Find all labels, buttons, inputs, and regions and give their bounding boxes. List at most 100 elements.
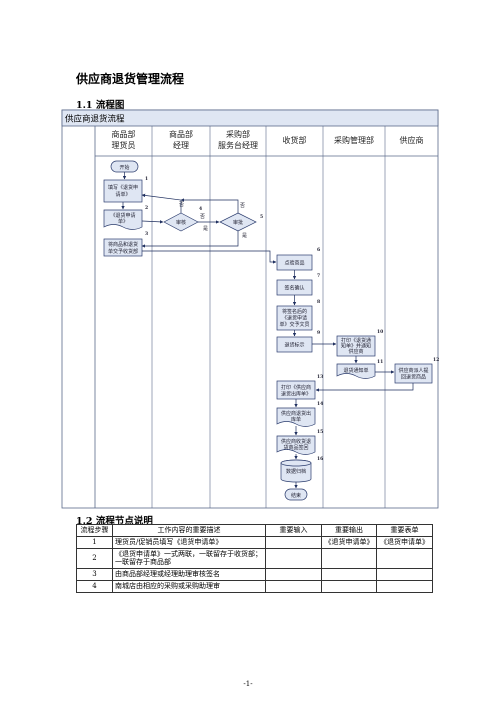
- step-num-3: 3: [145, 231, 148, 237]
- chart-title: 供应商退货流程: [65, 114, 125, 125]
- cell-step: 4: [76, 579, 113, 593]
- d2-no-label: 否: [240, 203, 245, 209]
- cell-desc: 《退货申请单》一式两联，一联留存于收货部；一联留存于商品部: [112, 547, 266, 569]
- lane-header-4: 收货部: [283, 135, 307, 145]
- d1-label: 审核: [176, 219, 186, 226]
- step-num-9: 9: [317, 330, 320, 336]
- step-num-12: 12: [433, 357, 439, 363]
- header-description: 工作内容的重要描述: [112, 524, 266, 537]
- step-num-2: 2: [145, 205, 148, 211]
- process-return-marking: [276, 336, 313, 353]
- table-row: 2 《退货申请单》一式两联，一联留存于收货部；一联留存于商品部: [76, 547, 433, 569]
- cell-form: [376, 568, 433, 581]
- n15-label-b: 货商品签回: [283, 444, 308, 451]
- decision-review: [163, 212, 199, 232]
- database-archive-top: [280, 459, 312, 467]
- cell-input: [265, 535, 322, 549]
- d1-no-top-label: 否: [179, 202, 184, 208]
- d1-yes-label: 是: [203, 226, 208, 232]
- lane-header-1-line1: 商品部: [112, 129, 136, 139]
- n12-label-b: 回退货商品: [401, 374, 426, 381]
- d2-yes-label: 是: [242, 233, 247, 239]
- cell-desc: 南城店由相应的采购或采购助理审: [112, 579, 266, 593]
- n8-label-b: 《退货申请: [282, 315, 307, 322]
- lane-header-2-line1: 商品部: [169, 129, 193, 139]
- d2-label: 审批: [233, 219, 243, 226]
- edge-n2-d1: [141, 220, 164, 224]
- step-num-1: 1: [145, 176, 148, 182]
- n3-label-a: 将商品和退货: [108, 241, 138, 248]
- table-row: 3 由商品部经理或经理助理审核签名: [76, 568, 433, 581]
- cell-form: [376, 579, 433, 593]
- step-num-6: 6: [317, 247, 320, 253]
- document-outbound-form: [276, 407, 316, 427]
- n14-label-b: 库单: [291, 416, 301, 423]
- n12-label-a: 供应商派人提: [398, 367, 428, 374]
- document-supplier-signback: [276, 435, 316, 455]
- lane-header-1-line2: 理货员: [112, 140, 136, 150]
- n15-label-a: 供应商收货退: [281, 438, 311, 445]
- lane-header-3-line2: 服务台经理: [218, 140, 258, 150]
- n9-label: 退货标示: [284, 342, 304, 349]
- cell-desc: 理货员/促销员填写《退货申请单》: [112, 535, 266, 549]
- n13-label-a: 打印《供应商: [281, 384, 311, 391]
- process-supplier-pickup: [394, 363, 433, 384]
- n6-label: 点验商品: [284, 260, 304, 267]
- table-header-row: 流程步骤 工作内容的重要描述 重要输入 重要输出 重要表单: [76, 524, 433, 537]
- cell-desc: 由商品部经理或经理助理审核签名: [112, 568, 266, 581]
- n1-label-b: 请单》: [115, 191, 130, 198]
- header-form: 重要表单: [376, 524, 433, 537]
- n11-label: 退货通知单: [343, 367, 368, 374]
- document-return-request-form: [103, 209, 143, 230]
- n13-label-b: 退货出库单》: [281, 391, 311, 398]
- document-return-notice: [336, 363, 376, 379]
- cell-output: [321, 579, 377, 593]
- page-number: -1-: [243, 680, 253, 688]
- n1-label-a: 填写《退货申: [108, 184, 138, 191]
- cell-step: 1: [76, 535, 113, 549]
- step-num-8: 8: [317, 299, 320, 305]
- start-label: 开始: [119, 164, 129, 171]
- n3-label-b: 单交予收货部: [108, 248, 138, 255]
- cell-input: [265, 568, 322, 581]
- step-num-10: 10: [377, 329, 383, 335]
- n10-label-c: 供应商: [348, 348, 363, 355]
- header-step: 流程步骤: [76, 524, 113, 537]
- cell-output: [321, 547, 377, 569]
- step-num-14: 14: [317, 401, 323, 407]
- end-terminator: [284, 488, 308, 501]
- node-description-table: 流程步骤 工作内容的重要描述 重要输入 重要输出 重要表单 1 理货员/促销员填…: [76, 524, 433, 593]
- table-row: 1 理货员/促销员填写《退货申请单》 《退货申请单》 《退货申请单》: [76, 535, 433, 549]
- process-hand-to-clerk: [276, 305, 313, 331]
- cell-input: [265, 579, 322, 593]
- cell-form: 《退货申请单》: [376, 535, 433, 549]
- n10-label-b: 知单》并通知: [341, 343, 371, 350]
- n8-label-a: 将签名后的: [282, 308, 307, 315]
- edge-d2-reject: [180, 198, 239, 213]
- step-num-4: 4: [199, 206, 202, 212]
- n8-label-c: 单》交予文员: [279, 321, 309, 328]
- step-num-11: 11: [377, 359, 383, 365]
- n7-label: 签名确认: [284, 285, 304, 292]
- end-label: 结束: [291, 492, 301, 499]
- lane-header-3-line1: 采购部: [226, 129, 250, 139]
- step-num-7: 7: [317, 273, 320, 279]
- edge-d2-n3: [141, 231, 239, 248]
- n16-label: 数据归档: [286, 468, 306, 475]
- section-heading-node-description: 1.2 流程节点说明: [76, 516, 153, 527]
- n2-label-a: 《退货申请: [110, 212, 135, 219]
- step-num-16: 16: [317, 456, 323, 462]
- cell-step: 3: [76, 568, 113, 581]
- cell-output: [321, 568, 377, 581]
- process-fill-return-request: [103, 179, 143, 203]
- cell-input: [265, 547, 322, 569]
- section-heading-flowchart: 1.1 流程图: [76, 100, 125, 111]
- table-row: 4 南城店由相应的采购或采购助理审: [76, 579, 433, 593]
- step-num-5: 5: [260, 214, 263, 220]
- lane-header-2-line2: 经理: [173, 140, 189, 150]
- cell-step: 2: [76, 547, 113, 569]
- chart-title-bar: [61, 109, 439, 127]
- header-output: 重要输出: [321, 524, 377, 537]
- edge-n3-n6: [142, 250, 277, 264]
